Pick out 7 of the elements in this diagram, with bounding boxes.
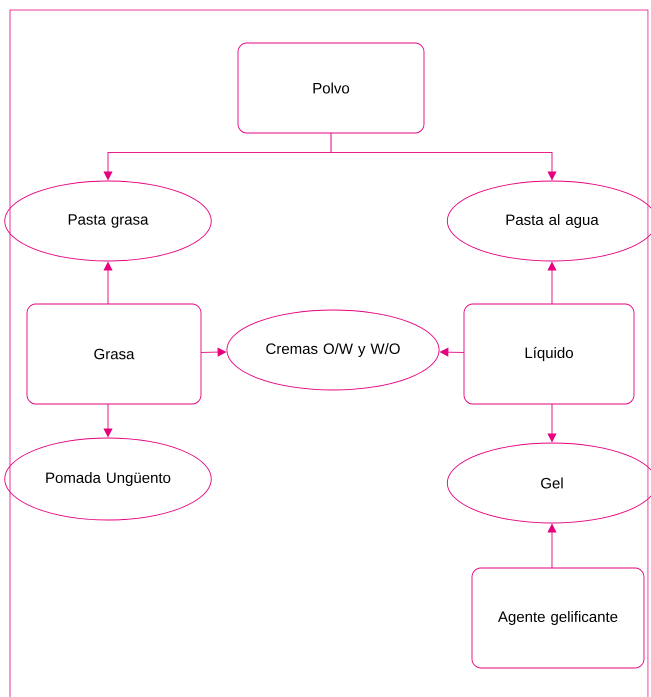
rounded-box: Agente gelificante [472,568,644,668]
rounded-box: Polvo [238,42,424,134]
ellipse-node: Pasta grasa [4,180,212,262]
ellipse-node: Pomada Ungüento [4,438,212,520]
ellipse-node: Cremas O/W y W/O [226,310,440,390]
rounded-box: Líquido [464,304,634,404]
rounded-box: Grasa [26,304,202,404]
